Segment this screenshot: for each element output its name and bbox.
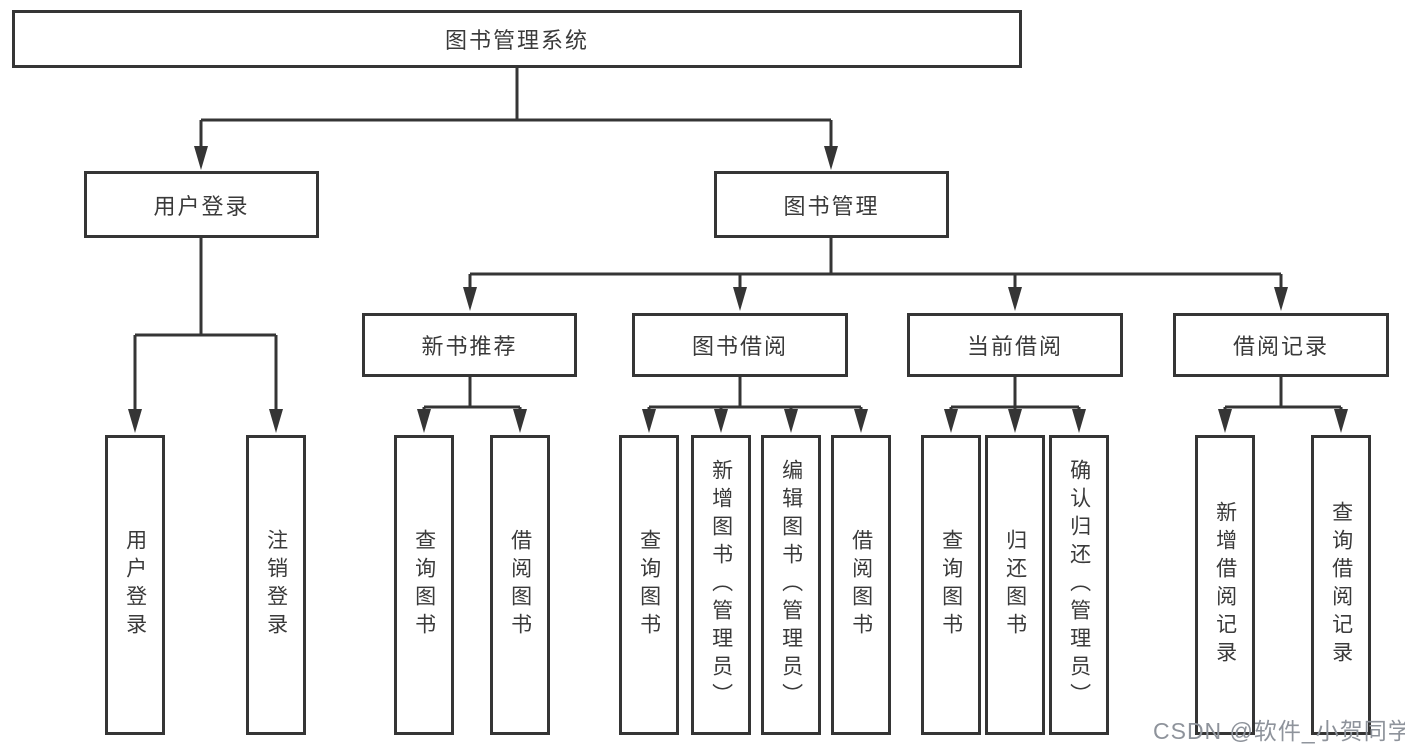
arrowhead: [513, 409, 527, 433]
leaf-rec-query-book: 查询图书: [394, 435, 454, 735]
leaf-rec-borrow-book: 借阅图书: [490, 435, 550, 735]
leaf-bb-add-book-label: 新增图书（管理员）: [709, 459, 733, 711]
arrowhead: [1008, 287, 1022, 311]
edge-bookmgmt-to-level3: [468, 238, 1283, 289]
arrowhead: [128, 409, 142, 433]
leaf-cb-return-book: 归还图书: [985, 435, 1045, 735]
arrowhead: [714, 409, 728, 433]
leaf-cb-return-book-label: 归还图书: [1003, 529, 1027, 641]
leaf-bb-add-book: 新增图书（管理员）: [691, 435, 751, 735]
leaf-br-add-record-label: 新增借阅记录: [1213, 501, 1237, 669]
arrowhead: [733, 287, 747, 311]
leaf-cb-query-book: 查询图书: [921, 435, 981, 735]
leaf-rec-query-book-label: 查询图书: [412, 529, 436, 641]
leaf-bb-borrow-book-label: 借阅图书: [849, 529, 873, 641]
arrowhead: [417, 409, 431, 433]
node-book-borrow: 图书借阅: [632, 313, 848, 377]
node-book-borrow-label: 图书借阅: [691, 334, 788, 359]
arrowhead: [1008, 409, 1022, 433]
leaf-br-add-record: 新增借阅记录: [1195, 435, 1255, 735]
edge-userlogin-to-leaves: [133, 238, 278, 410]
node-current-borrow-label: 当前借阅: [966, 334, 1063, 359]
leaf-bb-query-book-label: 查询图书: [637, 529, 661, 641]
arrowhead: [463, 287, 477, 311]
leaf-br-query-record-label: 查询借阅记录: [1329, 501, 1353, 669]
node-book-mgmt-label: 图书管理: [783, 193, 880, 219]
leaf-cb-confirm-return-label: 确认归还（管理员）: [1067, 459, 1091, 711]
watermark: CSDN @软件_小贺同学: [1153, 718, 1405, 744]
arrowhead: [269, 409, 283, 433]
leaf-login-user: 用户登录: [105, 435, 165, 735]
arrowhead: [1274, 287, 1288, 311]
node-borrow-record-label: 借阅记录: [1232, 334, 1329, 359]
arrowhead: [1218, 409, 1232, 433]
edge-bookborrow-to-leaves: [647, 377, 863, 411]
arrowhead: [1072, 409, 1086, 433]
arrowhead: [642, 409, 656, 433]
node-current-borrow: 当前借阅: [907, 313, 1123, 377]
node-user-login-label: 用户登录: [153, 193, 250, 219]
node-root-label: 图书管理系统: [444, 28, 589, 53]
leaf-logout: 注销登录: [246, 435, 306, 735]
leaf-login-user-label: 用户登录: [123, 529, 147, 641]
edge-root-to-level2: [199, 68, 833, 148]
leaf-rec-borrow-book-label: 借阅图书: [508, 529, 532, 641]
leaf-bb-query-book: 查询图书: [619, 435, 679, 735]
leaf-br-query-record: 查询借阅记录: [1311, 435, 1371, 735]
leaf-bb-borrow-book: 借阅图书: [831, 435, 891, 735]
leaf-cb-query-book-label: 查询图书: [939, 529, 963, 641]
node-borrow-record: 借阅记录: [1173, 313, 1389, 377]
leaf-bb-edit-book: 编辑图书（管理员）: [761, 435, 821, 735]
arrowhead: [784, 409, 798, 433]
node-user-login: 用户登录: [84, 171, 319, 238]
node-root: 图书管理系统: [12, 10, 1022, 68]
node-new-book-rec: 新书推荐: [362, 313, 577, 377]
arrowhead: [944, 409, 958, 433]
node-new-book-rec-label: 新书推荐: [421, 334, 518, 359]
arrowhead: [1334, 409, 1348, 433]
leaf-logout-label: 注销登录: [264, 529, 288, 641]
arrowhead: [824, 146, 838, 170]
edge-currentborrow-to-leaves: [949, 377, 1081, 411]
edge-newbookrec-to-leaves: [422, 377, 522, 411]
arrowhead: [854, 409, 868, 433]
node-book-mgmt: 图书管理: [714, 171, 949, 238]
arrowhead: [194, 146, 208, 170]
leaf-cb-confirm-return: 确认归还（管理员）: [1049, 435, 1109, 735]
edge-borrowrecord-to-leaves: [1223, 377, 1343, 411]
leaf-bb-edit-book-label: 编辑图书（管理员）: [779, 459, 803, 711]
